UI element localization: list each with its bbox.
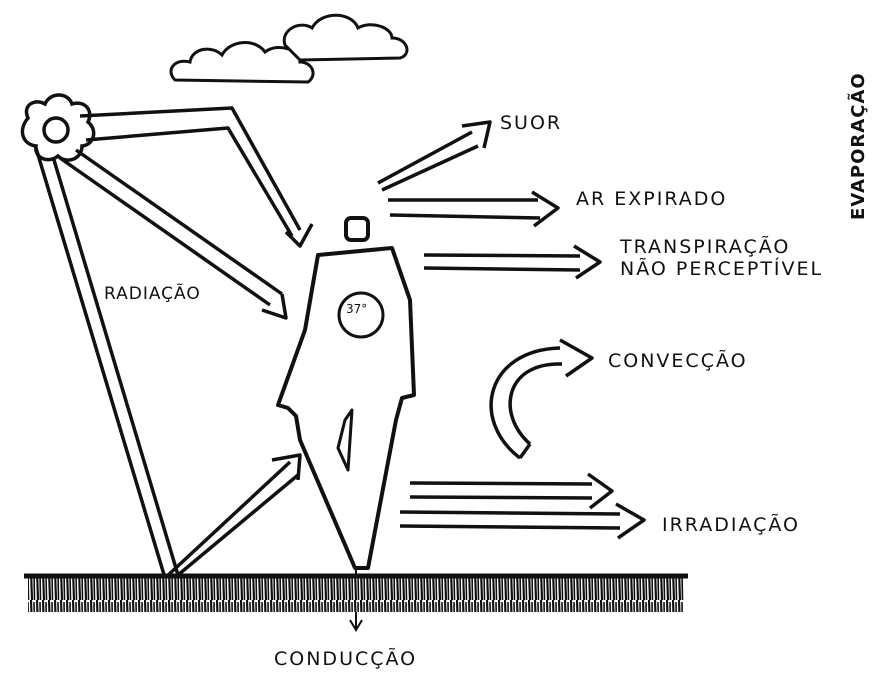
irradiation-arrows [399, 472, 646, 540]
label-radiation: RADIAÇÃO [104, 284, 201, 304]
human-figure-icon [276, 216, 416, 570]
radiation-arrows [34, 106, 314, 580]
label-irradiation: IRRADIAÇÃO [662, 514, 801, 536]
label-evaporation: EVAPORAÇÃO [848, 72, 869, 220]
sun-icon [20, 93, 96, 162]
label-conduction: CONDUCÇÃO [274, 648, 418, 670]
evaporation-arrows [377, 120, 602, 280]
label-convection: CONVECÇÃO [608, 350, 748, 372]
label-sweat: SUOR [500, 112, 563, 134]
ground-icon [24, 573, 688, 612]
cloud-icon [169, 13, 409, 84]
convection-arrow [489, 338, 594, 460]
label-insensible-line1: TRANSPIRAÇÃO [620, 236, 791, 258]
label-insensible-line2: NÃO PERCEPTÍVEL [620, 258, 824, 280]
label-exhaled-air: AR EXPIRADO [576, 188, 728, 210]
label-body-temperature: 37° [346, 302, 368, 316]
